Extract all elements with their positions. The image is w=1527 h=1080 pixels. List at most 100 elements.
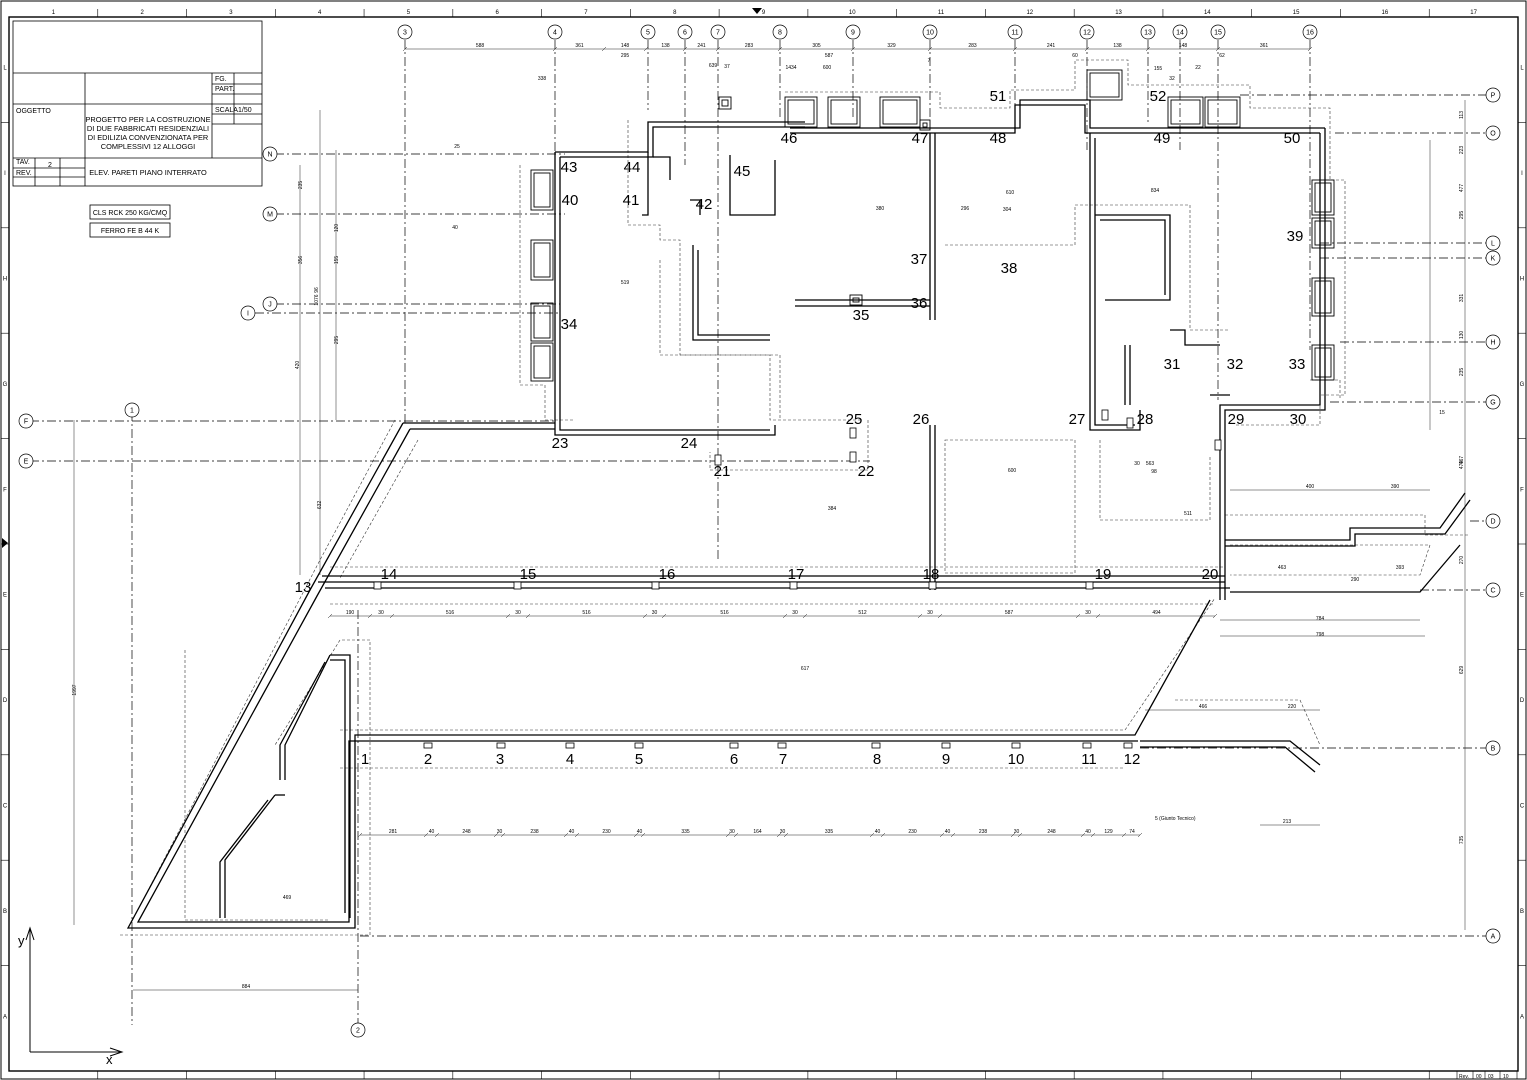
dim-top-value: 148 (621, 43, 630, 49)
grid-bubble-row-label: H (1490, 340, 1495, 347)
border-col-label: 10 (849, 10, 856, 16)
window-niche-inner (533, 305, 551, 339)
grid-bubble-row (1485, 250, 1501, 266)
dim-mid-value: 512 (858, 610, 867, 616)
window-niche-inner (1314, 220, 1332, 246)
dim-bottom-value: 40 (429, 829, 435, 835)
window-niche (530, 239, 554, 281)
dim-bottom-value: 281 (389, 829, 398, 835)
dim-bottom-tick (880, 832, 886, 838)
wall-label: 4 (566, 751, 574, 768)
tav-value: 2 (48, 162, 52, 169)
dim-mid-value: 587 (1005, 610, 1014, 616)
grid-bubble-row-label: D (1490, 519, 1495, 526)
dim-mid-tick (782, 613, 788, 619)
wall-label: 22 (858, 463, 875, 480)
pillar-block (565, 742, 575, 749)
dim-right-value: 629 (1459, 666, 1465, 675)
border-col-label: 8 (673, 10, 677, 16)
title-block (12, 20, 263, 187)
grid-bubble-row (1485, 235, 1501, 251)
grid-bubble-col-label: 3 (403, 30, 407, 37)
grid-bubble-row (262, 296, 278, 312)
grid-bubble-row-label: N (267, 152, 272, 159)
dim-right-value: 479 (1459, 461, 1465, 470)
dim-mid-value: 190 (346, 610, 355, 616)
scala-label: SCALA (215, 107, 238, 114)
dim-right-value: 130 (1459, 331, 1465, 340)
dim-mid-value: 30 (792, 610, 798, 616)
window-niche (1311, 179, 1335, 216)
wall-label: 17 (788, 566, 805, 583)
window-niche-inner (1314, 182, 1332, 213)
dim-bottom-value: 40 (637, 829, 643, 835)
border-row-label: I (4, 171, 6, 177)
window-niche (1311, 344, 1335, 381)
wall-label: 10 (1008, 751, 1025, 768)
window-niche (718, 96, 732, 110)
dim-mid-tick (525, 613, 531, 619)
dim-misc-value: 338 (538, 76, 547, 82)
dim-mid-tick (802, 613, 808, 619)
border-col-label: 1 (52, 10, 56, 16)
sheet-inner-border (8, 16, 1519, 1072)
wall-label: 37 (911, 251, 928, 268)
grid-bubble-col-label: 12 (1083, 30, 1091, 37)
dim-misc-value: 784 (1316, 616, 1325, 622)
rev-label: REV. (16, 170, 32, 177)
dim-bottom-value: 40 (875, 829, 881, 835)
dim-misc-value: 60 (1072, 53, 1078, 59)
footer-rev-label: Rev. (1459, 1074, 1469, 1080)
dim-bottom-tick (776, 832, 782, 838)
window-niche-inner (882, 99, 918, 125)
wall-label: 13 (295, 579, 312, 596)
dim-misc-value: 37 (724, 64, 730, 70)
grid-bubble-col (1210, 24, 1226, 40)
wall-label: 32 (1227, 356, 1244, 373)
dim-top-tick (682, 46, 688, 52)
dim-misc-value: 511 (1184, 511, 1192, 517)
wall-label: 28 (1137, 411, 1154, 428)
border-col-label: 17 (1470, 10, 1477, 16)
border-col-label: 15 (1293, 10, 1300, 16)
window-niche (849, 294, 863, 306)
window-niche (530, 302, 554, 342)
project-line-3: DI EDILIZIA CONVENZIONATA PER (88, 133, 208, 142)
window-niche (1204, 96, 1241, 128)
dim-bottom-value: 74 (1129, 829, 1135, 835)
dim-top-tick (777, 46, 783, 52)
grid-bubble-row-label: F (24, 419, 28, 426)
dim-bottom-tick (563, 832, 569, 838)
wall-label: 47 (912, 130, 929, 147)
dim-bottom-tick (1090, 832, 1096, 838)
dim-right-value: 235 (1459, 368, 1465, 377)
window-niche-inner (852, 297, 860, 303)
wall-label: 45 (734, 163, 751, 180)
grid-bubble-col (397, 24, 413, 40)
dim-top-value: 361 (1260, 43, 1269, 49)
dim-misc-value: 213 (1283, 819, 1292, 825)
dim-top-value: 241 (1047, 43, 1056, 49)
grid-bubble-row (262, 146, 278, 162)
pillar-block (789, 581, 798, 590)
dim-top-tick (1307, 46, 1313, 52)
dim-right-value: 270 (1459, 556, 1465, 565)
dim-right-value: 467 (1459, 456, 1465, 465)
dim-bottom-tick (500, 832, 506, 838)
dim-misc-value: 610 (1006, 190, 1015, 196)
border-row-label: H (3, 277, 7, 283)
dim-misc-value: 600 (1008, 468, 1017, 474)
grid-bubble-row-label: I (247, 311, 249, 318)
dim-misc-value: 466 (1199, 704, 1208, 710)
window-niche (1167, 96, 1204, 128)
window-niche-inner (1089, 72, 1120, 98)
window-niche-inner (1314, 347, 1332, 378)
grid-bubble-row (1485, 928, 1501, 944)
window-niche (1311, 217, 1335, 249)
wall-label: 50 (1284, 130, 1301, 147)
dim-mid-value: 30 (927, 610, 933, 616)
wall-label: 42 (696, 196, 713, 213)
dim-bottom-value: 30 (1014, 829, 1020, 835)
